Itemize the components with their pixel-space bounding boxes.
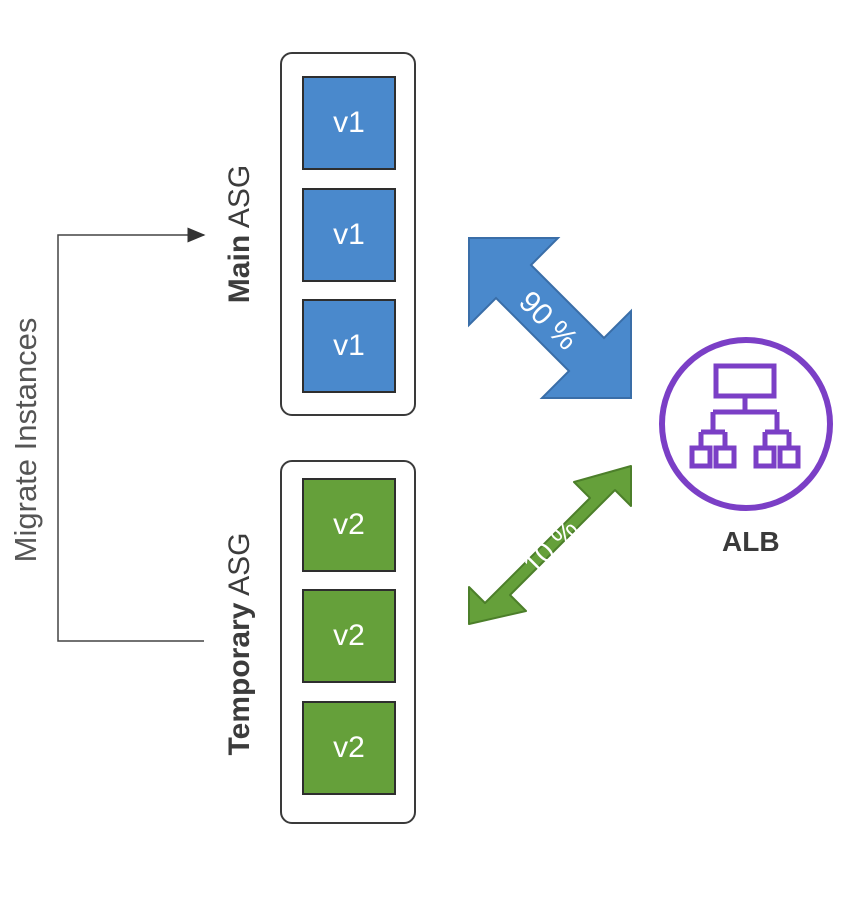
alb-label: ALB (722, 526, 780, 557)
main-asg-label-bold: Main (223, 234, 256, 304)
main-instance[interactable]: v1 (302, 299, 396, 393)
migrate-instances-label: Migrate Instances (8, 317, 43, 563)
temp-asg-label: Temporary ASG (223, 533, 257, 756)
temp-instance[interactable]: v2 (302, 478, 396, 572)
main-asg-label-rest: ASG (223, 164, 256, 229)
temp-traffic-arrow: 10 % (468, 465, 632, 625)
main-traffic-arrow: 90 % (468, 237, 632, 399)
main-instance[interactable]: v1 (302, 188, 396, 282)
main-asg-label: Main ASG (223, 165, 257, 303)
temp-asg-label-bold: Temporary (223, 602, 256, 756)
temp-instance[interactable]: v2 (302, 701, 396, 795)
temp-instance[interactable]: v2 (302, 589, 396, 683)
temp-asg-label-rest: ASG (223, 532, 256, 596)
main-instance[interactable]: v1 (302, 76, 396, 170)
load-balancer-icon (659, 337, 833, 511)
migrate-connector (57, 227, 206, 642)
